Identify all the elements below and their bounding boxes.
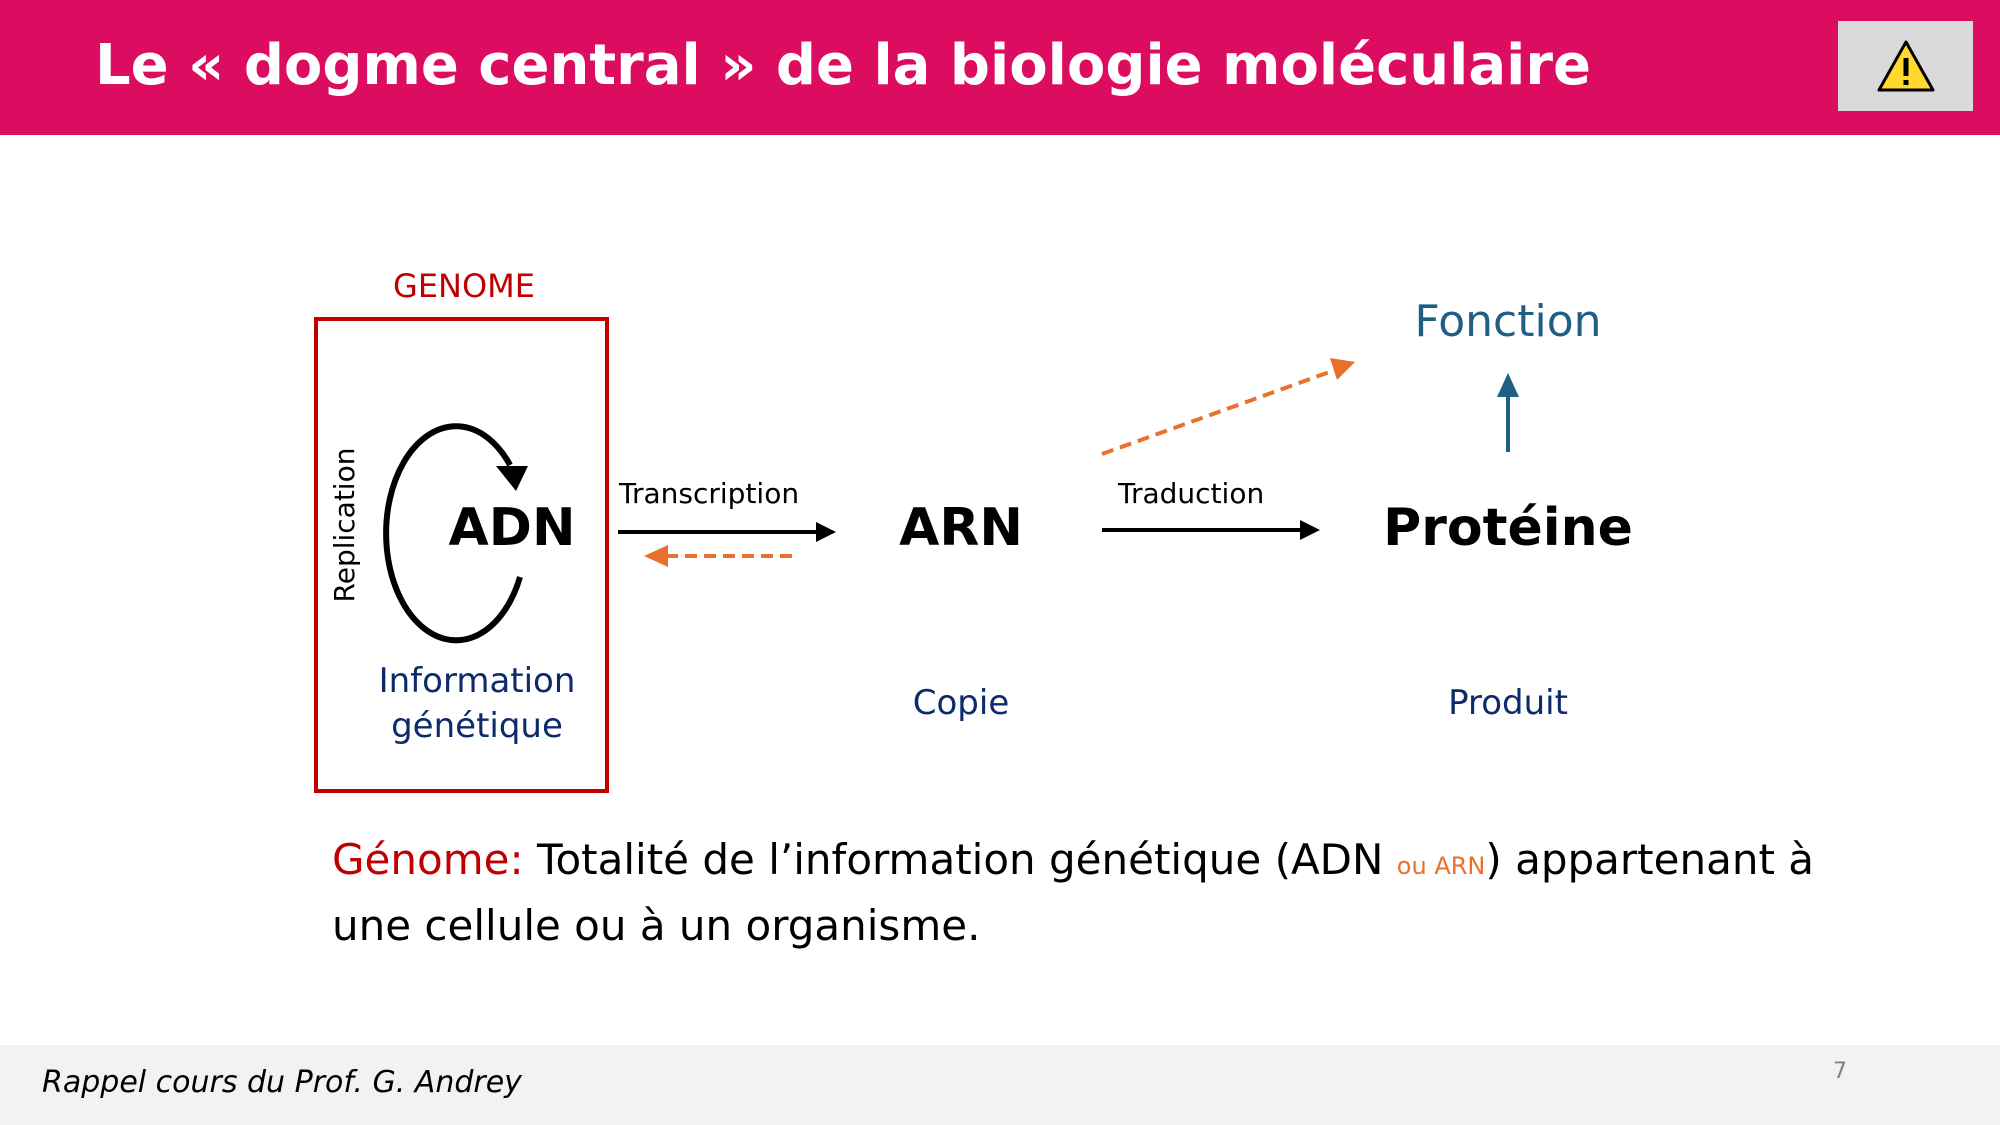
- node-adn: ADN: [448, 498, 576, 558]
- arn-to-fonction-arrowhead: [1330, 358, 1355, 380]
- node-fonction: Fonction: [1414, 296, 1602, 347]
- traduction-label: Traduction: [1118, 477, 1265, 510]
- proteine-subtitle: Produit: [1448, 683, 1568, 723]
- definition-small-note: ou ARN: [1396, 852, 1486, 880]
- adn-subtitle-line2: génétique: [391, 706, 563, 746]
- footer-credit: Rappel cours du Prof. G. Andrey: [42, 1065, 522, 1100]
- node-proteine: Protéine: [1383, 498, 1633, 558]
- genome-label: GENOME: [393, 267, 535, 305]
- page-number: 7: [1833, 1059, 1847, 1084]
- replication-cycle-arrow: [383, 423, 523, 644]
- header-bar: [0, 0, 2000, 135]
- reverse-transcription-arrowhead: [644, 545, 668, 567]
- footer-bar: [0, 1045, 2000, 1125]
- warning-triangle-icon: [1877, 40, 1934, 92]
- genome-definition: Génome: Totalité de l’information généti…: [332, 830, 1892, 956]
- slide-title: Le « dogme central » de la biologie molé…: [95, 33, 1591, 98]
- node-arn: ARN: [899, 498, 1023, 558]
- arn-subtitle: Copie: [912, 683, 1010, 723]
- traduction-arrowhead: [1300, 520, 1320, 540]
- definition-text-after: ) appartenant à une cellule ou à un orga…: [332, 835, 1815, 950]
- transcription-label: Transcription: [619, 477, 800, 510]
- definition-term: Génome:: [332, 835, 524, 884]
- arn-to-fonction-dashed-arrow: [1101, 368, 1336, 456]
- replication-arrowhead: [496, 466, 528, 491]
- definition-text-before: Totalité de l’information génétique (ADN: [523, 835, 1397, 884]
- proteine-to-fonction-arrowhead: [1497, 373, 1519, 397]
- adn-subtitle-line1: Information: [378, 661, 576, 701]
- genome-box: [314, 317, 609, 793]
- warning-button[interactable]: [1838, 21, 1973, 111]
- transcription-arrowhead: [816, 522, 836, 542]
